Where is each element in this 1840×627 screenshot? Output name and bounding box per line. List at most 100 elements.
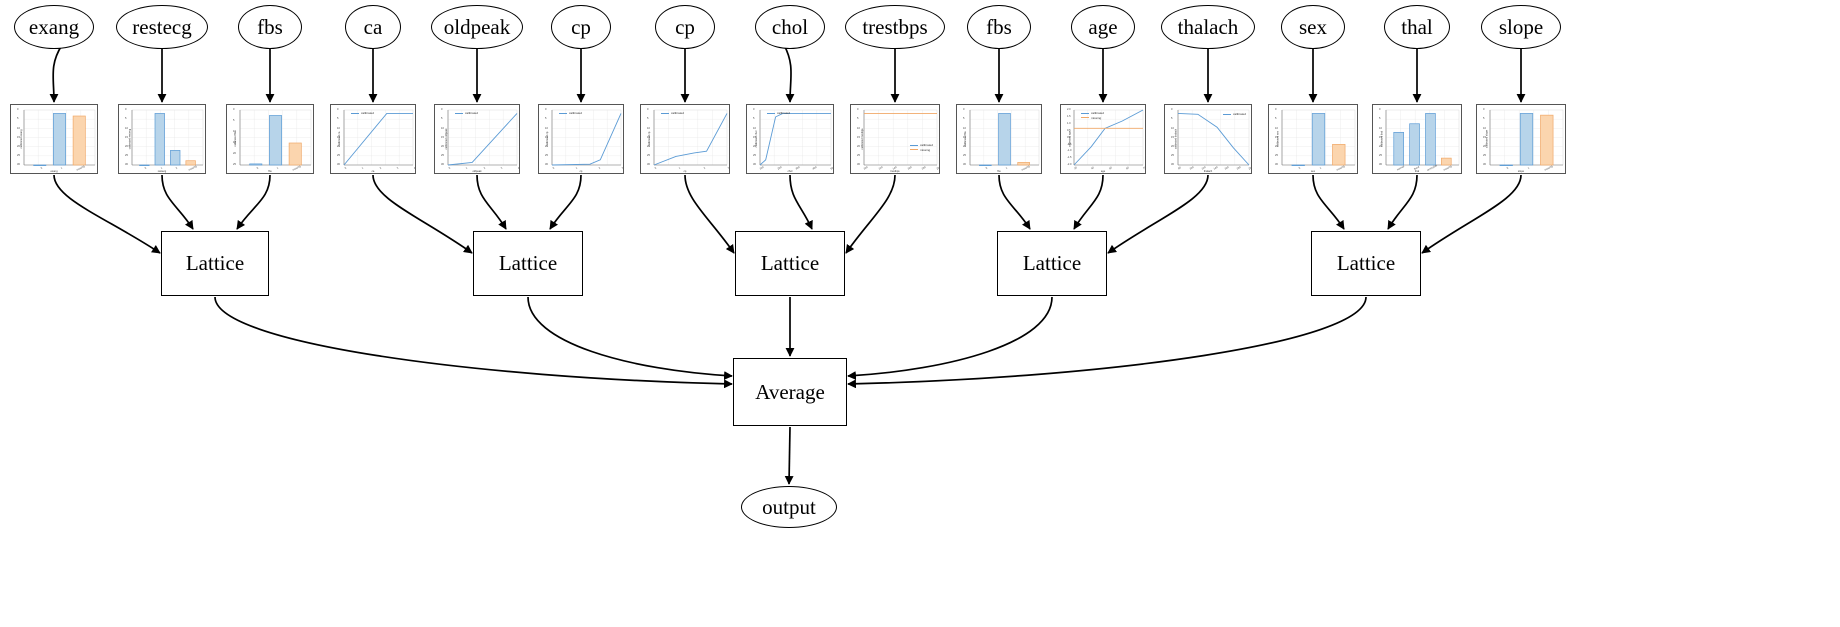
y-tick-label: 25: [441, 154, 444, 158]
y-tick-label: 25: [857, 154, 860, 158]
feature-node-label: fbs: [257, 14, 283, 39]
plot-canvas: [1177, 109, 1250, 166]
feature-node-label: thalach: [1177, 14, 1239, 39]
y-tick-label: 15: [1171, 135, 1174, 139]
y-tick-label: 5: [17, 117, 19, 121]
y-tick-label: 15: [545, 135, 548, 139]
feature-node-cp-6[interactable]: cp: [655, 5, 715, 49]
lattice-node-label: Lattice: [185, 251, 245, 275]
feature-node-exang-0[interactable]: exang: [14, 5, 94, 49]
plot-ylabel: calibrated ca: [337, 131, 341, 147]
y-tick-label: 20: [963, 144, 966, 148]
legend-entry: calibrated: [1222, 112, 1246, 117]
y-tick-label: 20: [857, 144, 860, 148]
plot-ylabel: calibrated sex: [1276, 130, 1280, 148]
lattice-node-4[interactable]: Lattice: [1311, 231, 1421, 296]
y-tick-label: 10: [857, 126, 860, 130]
lattice-node-0[interactable]: Lattice: [161, 231, 269, 296]
legend-swatch-icon: [1081, 112, 1089, 114]
legend-entry: missing: [1081, 116, 1104, 121]
feature-node-age-10[interactable]: age: [1071, 5, 1135, 49]
feature-node-ca-3[interactable]: ca: [345, 5, 401, 49]
plot-ylabel: calibrated age: [1068, 130, 1072, 148]
output-node[interactable]: output: [741, 486, 837, 528]
plot-xlabel: ca: [371, 170, 375, 173]
edge: [847, 296, 1367, 389]
feature-node-cp-5[interactable]: cp: [551, 5, 611, 49]
y-tick-label: 25: [647, 154, 650, 158]
y-tick-label: 25: [753, 154, 756, 158]
y-tick-label: 10: [337, 126, 340, 130]
y-tick-label: 0: [1171, 108, 1173, 112]
edge: [372, 174, 473, 254]
plot-canvas: [551, 109, 622, 166]
plot-ylabel: calibrated trestbps: [861, 128, 865, 150]
legend-swatch-icon: [1222, 113, 1231, 115]
plot-ylabel: calibrated exang: [20, 129, 24, 149]
average-node[interactable]: Average: [733, 358, 847, 426]
lattice-node-label: Lattice: [1336, 251, 1396, 275]
lattice-node-1[interactable]: Lattice: [473, 231, 583, 296]
edge: [847, 296, 1053, 380]
plot-ylabel: calibrated chol: [754, 130, 758, 148]
y-tick-label: 20: [17, 144, 20, 148]
feature-node-oldpeak-4[interactable]: oldpeak: [431, 5, 523, 49]
plot-ylabel: calibrated cp: [545, 131, 549, 147]
feature-node-fbs-2[interactable]: fbs: [238, 5, 302, 49]
y-tick-label: 10: [963, 126, 966, 130]
y-tick-label: 15: [857, 135, 860, 139]
y-tick-label: 10: [1275, 126, 1278, 130]
feature-node-label: chol: [771, 14, 809, 39]
feature-node-slope-14[interactable]: slope: [1481, 5, 1561, 49]
feature-node-restecg-1[interactable]: restecg: [116, 5, 208, 49]
y-tick-label: 25: [1379, 154, 1382, 158]
lattice-node-3[interactable]: Lattice: [997, 231, 1107, 296]
feature-node-trestbps-8[interactable]: trestbps: [845, 5, 945, 49]
feature-node-sex-12[interactable]: sex: [1281, 5, 1345, 49]
y-tick-label: 30: [1379, 163, 1382, 167]
legend-entry: calibrated: [661, 111, 684, 116]
feature-node-label: slope: [1498, 14, 1544, 39]
legend-swatch-icon: [351, 112, 359, 114]
plot-ylabel: calibrated fbs: [964, 131, 968, 147]
y-tick-label: 10: [441, 126, 444, 130]
plot-xlabel: restecg: [157, 170, 167, 173]
y-tick-label: 15: [1379, 135, 1382, 139]
y-tick-label: 25: [1483, 154, 1486, 158]
plot-ylabel: calibrated fbs: [234, 131, 238, 147]
legend-label: calibrated: [569, 111, 583, 115]
average-node-label: Average: [755, 379, 825, 404]
feature-node-fbs-9[interactable]: fbs: [967, 5, 1031, 49]
plot-xlabel: chol: [787, 170, 793, 173]
y-tick-label: 30: [753, 163, 756, 167]
y-tick-label: 5: [1483, 117, 1485, 121]
feature-node-chol-7[interactable]: chol: [755, 5, 825, 49]
y-tick-label: -1.5: [1067, 156, 1072, 160]
feature-node-thalach-11[interactable]: thalach: [1161, 5, 1255, 49]
feature-node-label: exang: [28, 14, 80, 39]
plot-ylabel: calibrated thal: [1380, 130, 1384, 148]
feature-node-thal-13[interactable]: thal: [1384, 5, 1450, 49]
y-tick-label: 20: [1171, 144, 1174, 148]
feature-node-label: oldpeak: [443, 14, 511, 39]
y-tick-label: 10: [17, 126, 20, 130]
plot-canvas: [343, 109, 414, 166]
lattice-node-2[interactable]: Lattice: [735, 231, 845, 296]
y-tick-label: 0: [545, 108, 547, 112]
plot-xlabel: sex: [1310, 170, 1316, 173]
